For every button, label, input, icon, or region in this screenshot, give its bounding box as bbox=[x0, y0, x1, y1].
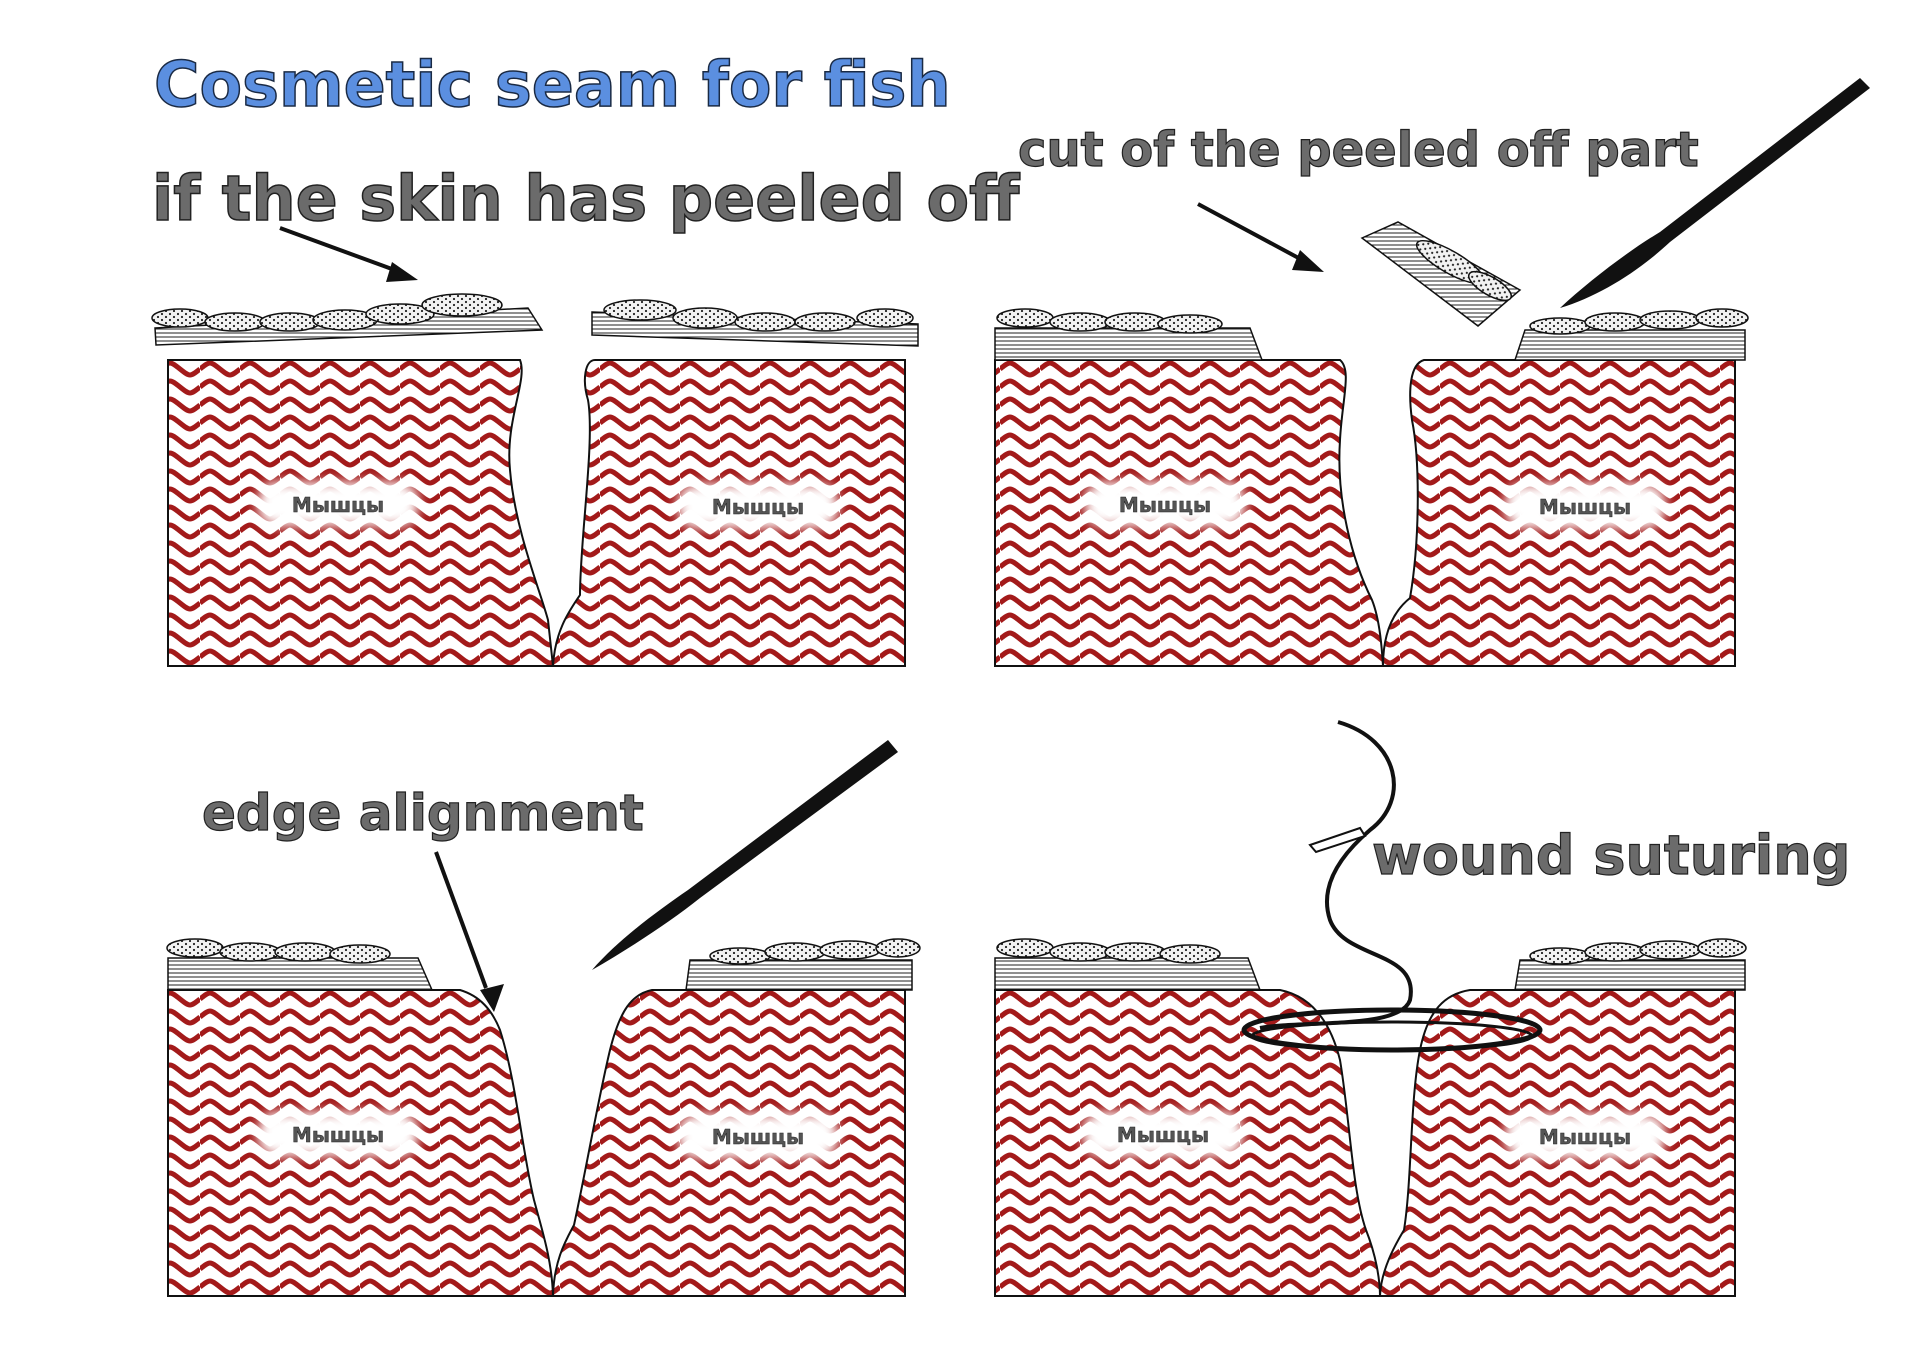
skin-flap-right bbox=[591, 299, 919, 347]
arrow-icon bbox=[1197, 202, 1324, 272]
muscle-label: Мышцы bbox=[292, 493, 384, 517]
step-caption-1: if the skin has peeled off bbox=[152, 162, 1020, 235]
skin-flap-left bbox=[994, 938, 1262, 991]
muscle-label-box: Мышцы bbox=[258, 1112, 418, 1156]
muscle-label-box: Мышцы bbox=[1505, 484, 1665, 528]
skin-flap-right bbox=[1514, 938, 1747, 991]
muscle-label-box: Мышцы bbox=[678, 1114, 838, 1158]
skin-flap-left bbox=[994, 308, 1264, 361]
scales bbox=[151, 293, 503, 332]
muscle-label: Мышцы bbox=[1539, 1125, 1631, 1149]
arrow-icon bbox=[434, 851, 504, 1012]
panel-edge-alignment: edge alignment Мы bbox=[166, 740, 921, 1297]
scales bbox=[603, 299, 914, 332]
skin-flap-right bbox=[1513, 308, 1749, 361]
muscle-label-box: Мышцы bbox=[258, 482, 418, 526]
cut-skin-piece bbox=[1360, 221, 1522, 327]
panel-skin-peeled: if the skin has peeled off bbox=[151, 161, 1021, 667]
skin-flap-left bbox=[166, 938, 434, 991]
skin-flap-right bbox=[685, 938, 921, 991]
panel-cut-peeled: cut of the peeled off part bbox=[994, 78, 1870, 667]
step-caption-3: edge alignment bbox=[202, 784, 644, 842]
muscle-label: Мышцы bbox=[712, 1125, 804, 1149]
page-title: Cosmetic seam for fish bbox=[154, 48, 951, 121]
arrow-icon bbox=[279, 226, 418, 282]
scalpel-icon bbox=[1560, 78, 1870, 308]
step-caption-2: cut of the peeled off part bbox=[1018, 122, 1699, 178]
muscle-label-box: Мышцы bbox=[1505, 1114, 1665, 1158]
muscle-label: Мышцы bbox=[712, 495, 804, 519]
muscle-label: Мышцы bbox=[1117, 1123, 1209, 1147]
muscle-label: Мышцы bbox=[292, 1123, 384, 1147]
step-caption-4: wound suturing bbox=[1372, 824, 1850, 887]
muscle-label-box: Мышцы bbox=[1083, 1112, 1243, 1156]
muscle-label-box: Мышцы bbox=[1085, 482, 1245, 526]
muscle-label: Мышцы bbox=[1539, 495, 1631, 519]
muscle-label: Мышцы bbox=[1119, 493, 1211, 517]
muscle-label-box: Мышцы bbox=[678, 484, 838, 528]
scalpel-icon bbox=[592, 740, 898, 970]
panel-wound-suturing: wound suturing Мышцы bbox=[994, 720, 1851, 1297]
suture-thread-icon bbox=[1241, 720, 1543, 1053]
skin-flap-left bbox=[151, 293, 544, 346]
